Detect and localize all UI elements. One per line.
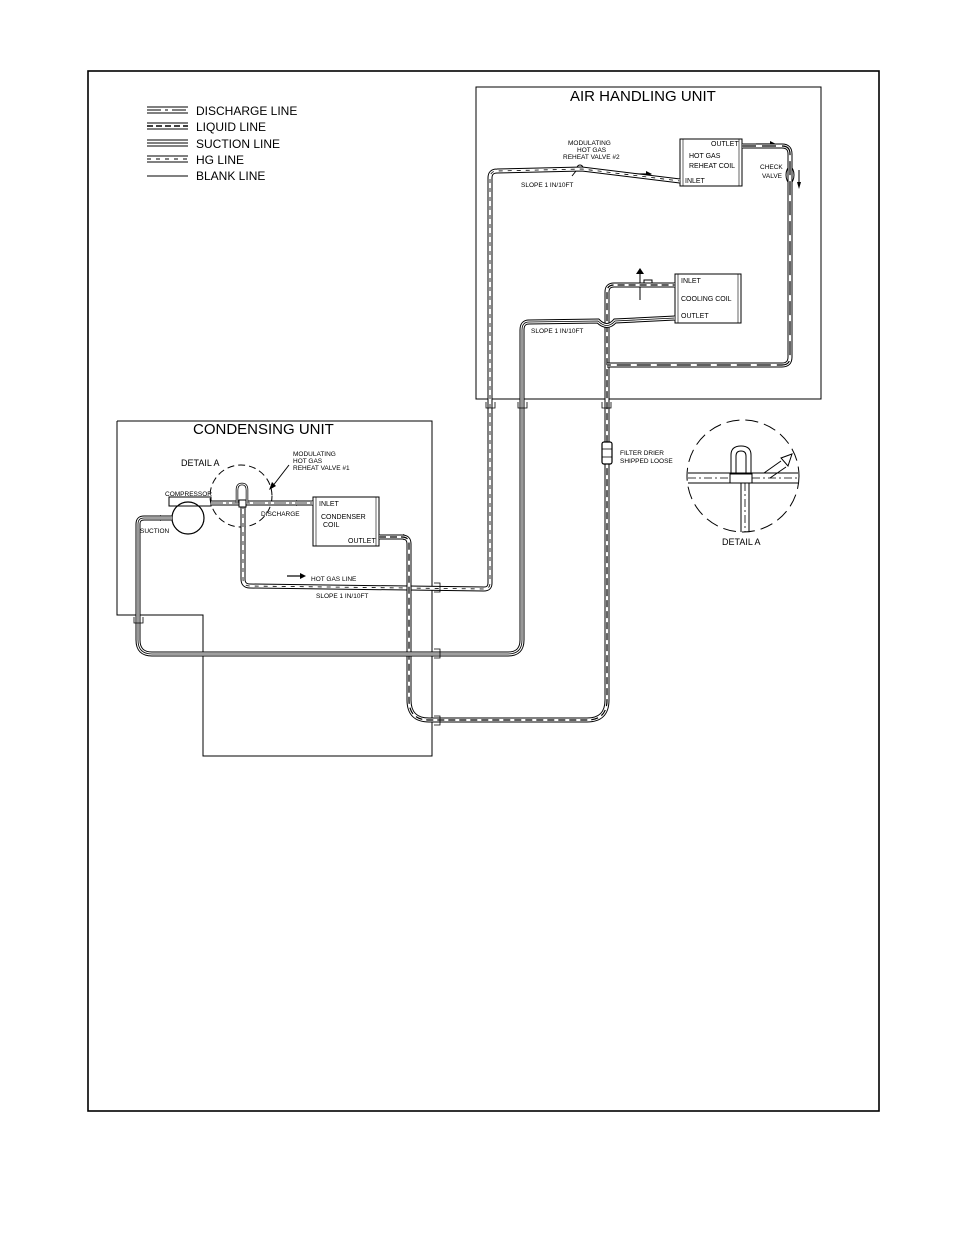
reheat-valve-1-label-line3: REHEAT VALVE #1 — [293, 465, 350, 472]
slope-label-bottom: SLOPE 1 IN/10FT — [316, 593, 368, 600]
legend-label-blank: BLANK LINE — [196, 169, 265, 183]
cu-flow-arrow-hot-gas — [287, 573, 306, 579]
reheat-coil-outlet-label: OUTLET — [711, 141, 739, 148]
legend-swatch-suction — [147, 139, 188, 147]
condensing-unit-box — [116, 420, 433, 757]
cooling-coil: INLET COOLING COIL OUTLET — [674, 273, 742, 324]
air-handling-unit-box — [475, 86, 822, 400]
compressor-label: COMPRESSOR — [165, 491, 212, 498]
legend-swatch-liquid — [147, 122, 188, 130]
wall-penetrations — [133, 402, 612, 726]
slope-label-top: SLOPE 1 IN/10FT — [521, 182, 573, 189]
condenser-coil-outlet-label: OUTLET — [348, 538, 376, 545]
condenser-coil: INLET CONDENSER COIL OUTLET — [312, 496, 380, 547]
legend-label-hg: HG LINE — [196, 153, 244, 167]
legend-label-discharge: DISCHARGE LINE — [196, 104, 297, 118]
detail-a-label: DETAIL A — [722, 537, 761, 547]
legend-swatch-hg — [147, 155, 188, 163]
legend-label-suction: SUCTION LINE — [196, 137, 280, 151]
detail-a-callout-label: DETAIL A — [181, 458, 220, 468]
pipe-reheat-return — [607, 143, 793, 368]
check-valve-label-line1: CHECK — [760, 164, 783, 171]
reheat-coil-inlet-label: INLET — [685, 178, 706, 185]
hot-gas-line-label: HOT GAS LINE — [311, 576, 357, 583]
condensing-unit-title: CONDENSING UNIT — [193, 421, 334, 438]
air-handling-unit-title: AIR HANDLING UNIT — [570, 88, 716, 105]
cooling-coil-inlet-label: INLET — [681, 278, 702, 285]
reheat-valve-1-label-line1: MODULATING — [293, 451, 336, 458]
slope-label-mid: SLOPE 1 IN/10FT — [531, 328, 583, 335]
pipe-liquid — [379, 282, 675, 723]
reheat-valve-2-label-line3: REHEAT VALVE #2 — [563, 154, 620, 161]
filter-drier-label-line2: SHIPPED LOOSE — [620, 458, 673, 465]
condenser-coil-name-line2: COIL — [323, 522, 339, 529]
reheat-valve-1-label-line2: HOT GAS — [293, 458, 323, 465]
cooling-coil-outlet-label: OUTLET — [681, 313, 709, 320]
legend: DISCHARGE LINE LIQUID LINE SUCTION LINE … — [147, 104, 297, 183]
compressor-symbol — [168, 496, 212, 535]
reheat-valve-1-leader — [269, 464, 290, 490]
pipe-network — [135, 143, 793, 723]
condenser-coil-name-line1: CONDENSER — [321, 514, 366, 521]
cooling-coil-name: COOLING COIL — [681, 296, 732, 303]
filter-drier-symbol — [601, 441, 613, 465]
page-frame — [87, 70, 880, 1112]
pipe-suction — [135, 315, 676, 657]
reheat-coil-name-line1: HOT GAS — [689, 153, 721, 160]
hot-gas-tee-symbol — [235, 482, 249, 508]
detail-a-enlarged — [686, 419, 800, 533]
check-valve-label-line2: VALVE — [762, 173, 783, 180]
filter-drier-label-line1: FILTER DRIER — [620, 450, 664, 457]
reheat-valve-2-label-line2: HOT GAS — [577, 147, 607, 154]
pipe-hot-gas — [240, 166, 681, 592]
legend-label-liquid: LIQUID LINE — [196, 120, 266, 134]
discharge-label: DISCHARGE — [261, 511, 300, 518]
reheat-coil: OUTLET HOT GAS REHEAT COIL INLET — [679, 138, 743, 187]
reheat-coil-name-line2: REHEAT COIL — [689, 163, 735, 170]
reheat-valve-2-label-line1: MODULATING — [568, 140, 611, 147]
legend-swatch-discharge — [147, 106, 188, 114]
condenser-coil-inlet-label: INLET — [319, 501, 340, 508]
suction-label: SUCTION — [140, 528, 170, 535]
